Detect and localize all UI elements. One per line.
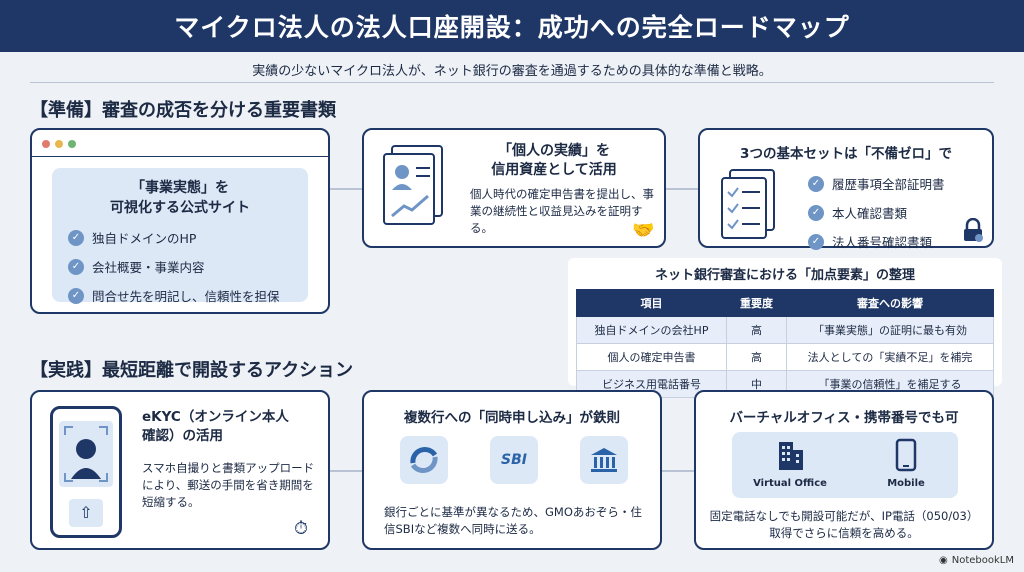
sbi-logo-icon: SBI	[490, 436, 538, 484]
virtual-office-label: Virtual Office	[753, 478, 827, 489]
handshake-icon: 🤝	[632, 220, 655, 241]
site-check-item: ✓問合せ先を明記し、信頼性を担保	[68, 286, 308, 305]
basic-docs-card: 3つの基本セットは「不備ゼロ」で ✓履歴事項全部証明書 ✓本人確認書類 ✓法人番…	[698, 128, 994, 251]
record-card-body: 個人時代の確定申告書を提出し、事業の継続性と収益見込みを証明する。	[470, 187, 654, 235]
check-icon: ✓	[808, 175, 824, 192]
divider	[30, 82, 994, 83]
personal-record-card: 「個人の実績」を 信用資産として活用 個人時代の確定申告書を提出し、事業の継続性…	[362, 128, 666, 248]
page-title: マイクロ法人の法人口座開設：成功への完全ロードマップ	[174, 13, 850, 42]
ekyc-card: ⇧ eKYC（オンライン本人 確認）の活用 スマホ自撮りと書類アップロードにより…	[30, 390, 330, 550]
browser-dots	[42, 140, 76, 148]
virtual-card-body: 固定電話なしでも開設可能だが、IP電話（050/03）取得でさらに信頼を高める。	[709, 509, 979, 540]
action-section-title: 【実践】最短距離で開設するアクション	[30, 360, 354, 381]
multi-card-body: 銀行ごとに基準が異なるため、GMOあおぞら・住信SBIなど複数へ同時に送る。	[384, 505, 642, 536]
connector	[662, 470, 696, 472]
official-site-card: 「事業実態」を 可視化する公式サイト ✓独自ドメインのHP ✓会社概要・事業内容…	[30, 128, 330, 314]
connector	[330, 470, 364, 472]
table-header: 項目	[576, 289, 727, 317]
site-content-box: 「事業実態」を 可視化する公式サイト ✓独自ドメインのHP ✓会社概要・事業内容…	[52, 168, 308, 305]
virtual-card-heading: バーチャルオフィス・携帯番号でも可	[729, 410, 959, 426]
docs-check-item: ✓法人番号確認書類	[808, 232, 945, 251]
checklist-icon	[718, 166, 780, 242]
check-icon: ✓	[68, 258, 84, 275]
table-row: 個人の確定申告書高法人としての「実績不足」を補完	[576, 343, 994, 371]
lock-icon	[962, 217, 984, 242]
multi-bank-card: 複数行への「同時申し込み」が鉄則 SBI 銀行ごとに基準が異なるため、GMOあお…	[362, 390, 662, 550]
ekyc-card-heading: eKYC（オンライン本人 確認）の活用	[142, 409, 289, 444]
virtual-office-card: バーチャルオフィス・携帯番号でも可 Virtual Office Mobile …	[694, 390, 994, 550]
mobile-label: Mobile	[887, 478, 925, 489]
table-title: ネット銀行審査における「加点要素」の整理	[654, 268, 915, 283]
stopwatch-icon: ⏱	[294, 518, 309, 539]
connector	[330, 188, 364, 190]
table-header: 重要度	[726, 289, 787, 317]
page-header: マイクロ法人の法人口座開設：成功への完全ロードマップ	[0, 0, 1024, 52]
upload-icon: ⇧	[69, 499, 103, 527]
prep-section-title: 【準備】審査の成否を分ける重要書類	[30, 100, 336, 121]
table-header: 審査への影響	[786, 289, 994, 317]
check-icon: ✓	[808, 204, 824, 221]
office-building-icon	[779, 442, 803, 470]
site-check-item: ✓会社概要・事業内容	[68, 257, 308, 276]
docs-check-item: ✓本人確認書類	[808, 203, 945, 222]
connector	[666, 188, 700, 190]
check-icon: ✓	[808, 233, 824, 250]
mobile-phone-icon	[895, 438, 917, 472]
check-icon: ✓	[68, 229, 84, 246]
multi-card-heading: 複数行への「同時申し込み」が鉄則	[404, 410, 620, 426]
docs-card-heading: 3つの基本セットは「不備ゼロ」で	[740, 146, 952, 162]
site-check-item: ✓独自ドメインのHP	[68, 228, 308, 247]
check-icon: ✓	[68, 287, 84, 304]
record-card-heading: 「個人の実績」を 信用資産として活用	[491, 143, 617, 178]
ekyc-card-body: スマホ自撮りと書類アップロードにより、郵送の手間を省き期間を短縮する。	[142, 461, 315, 509]
bank-building-icon	[580, 436, 628, 484]
page-subtitle: 実績の少ないマイクロ法人が、ネット銀行の審査を通過するための具体的な準備と戦略。	[252, 64, 772, 79]
notebooklm-icon: ◉	[939, 555, 948, 566]
document-chart-icon	[378, 142, 448, 238]
smartphone-selfie-icon: ⇧	[50, 406, 122, 538]
brand-logo: ◉ NotebookLM	[939, 555, 1014, 566]
bonus-factor-table-panel: ネット銀行審査における「加点要素」の整理 項目 重要度 審査への影響 独自ドメイ…	[568, 258, 1002, 398]
office-mobile-box: Virtual Office Mobile	[732, 432, 958, 498]
bank-logo-icon	[400, 436, 448, 484]
site-card-heading: 「事業実態」を 可視化する公式サイト	[110, 180, 250, 216]
docs-check-item: ✓履歴事項全部証明書	[808, 174, 945, 193]
